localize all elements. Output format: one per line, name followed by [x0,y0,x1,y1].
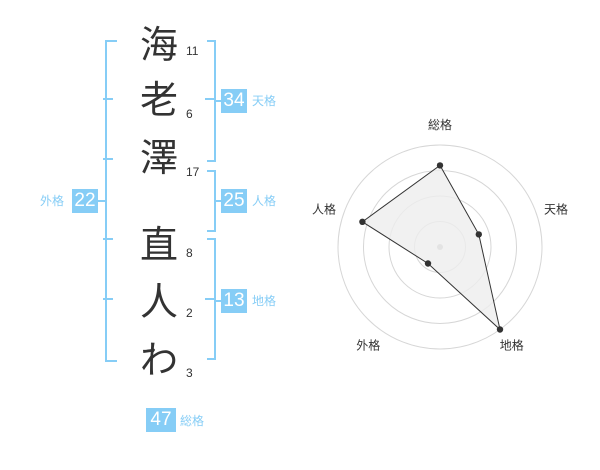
name-char-4: 直 [139,223,178,267]
radar-point-4 [424,260,432,267]
radar-point-2 [475,231,482,238]
stroke-count-2: 6 [186,107,193,121]
gaikaku-bracket [105,40,117,362]
tenkaku-label: 天格 [252,94,277,108]
radar-axis-label-4: 外格 [356,338,380,353]
radar-points [359,162,504,333]
name-char-2: 老 [139,78,178,122]
radar-polygon-group [361,164,501,331]
name-char-3: 澤 [139,136,178,180]
jinkaku-value-badge: 25 [221,189,247,213]
tenkaku-value-badge: 34 [221,89,247,113]
gaikaku-bracket-tick [103,298,113,300]
radar-axis-label-2: 天格 [544,201,568,216]
chikaku-label: 地格 [252,294,277,308]
stroke-count-1: 11 [186,44,199,58]
chikaku-bracket [207,238,216,360]
gaikaku-connector [98,200,105,202]
tenkaku-bracket-tick [205,98,214,100]
gaikaku-label: 外格 [40,194,65,208]
chikaku-bracket-tick [205,298,214,300]
name-char-6: わ [139,338,178,382]
soukaku-value-badge: 47 [146,408,176,432]
radar-point-3 [496,326,504,333]
gaikaku-value-badge: 22 [72,189,98,213]
radar-polygon [361,164,501,331]
radar-axis-label-1: 総格 [428,117,452,132]
stroke-count-5: 2 [186,306,193,320]
radar-axis-label-3: 地格 [500,338,524,353]
chikaku-connector [214,300,221,302]
stroke-count-6: 3 [186,366,193,380]
stroke-count-4: 8 [186,246,193,260]
name-char-1: 海 [139,23,178,67]
stroke-count-3: 17 [186,165,200,179]
radar-ring [337,144,543,350]
radar-point-5 [359,218,366,225]
gaikaku-bracket-tick [103,238,113,240]
jinkaku-connector [214,200,221,202]
tenkaku-connector [214,100,221,102]
soukaku-label: 総格 [180,414,205,428]
chikaku-value-badge: 13 [221,289,247,313]
radar-axis-label-5: 人格 [312,201,336,216]
name-char-5: 人 [139,280,178,324]
gaikaku-bracket-tick [103,158,113,160]
jinkaku-label: 人格 [252,194,277,208]
gaikaku-bracket-tick [103,98,113,100]
radar-point-1 [436,162,444,169]
